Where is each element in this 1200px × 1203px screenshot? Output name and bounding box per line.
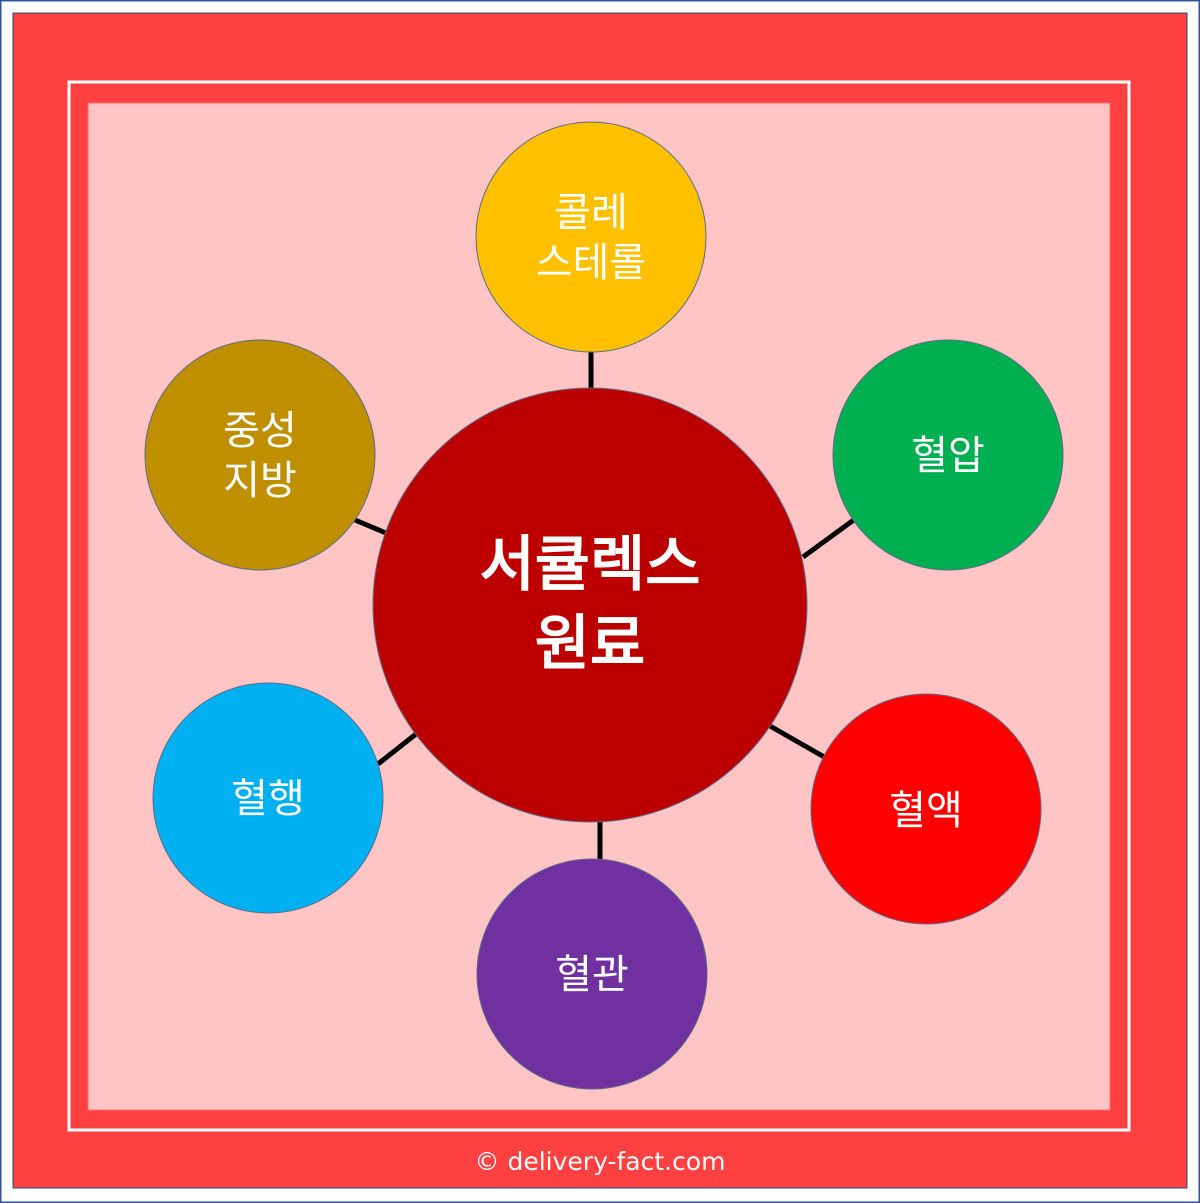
node-label-line2: 지방 bbox=[223, 458, 297, 504]
center-label-line1: 서큘렉스 bbox=[480, 530, 701, 600]
footer-copyright: © delivery-fact.com bbox=[475, 1147, 726, 1176]
node-circle bbox=[475, 121, 707, 353]
center-label-line2: 원료 bbox=[535, 609, 645, 679]
center-node: 서큘렉스 원료 bbox=[372, 387, 808, 823]
node-label-line2: 스테롤 bbox=[536, 240, 646, 286]
connector-blood bbox=[768, 723, 828, 761]
node-label: 혈관 bbox=[555, 952, 629, 998]
node-circle bbox=[144, 339, 376, 571]
node-label-line1: 콜레 bbox=[554, 190, 628, 236]
node-triglyceride: 중성 지방 bbox=[144, 339, 376, 571]
connector-triglyceride bbox=[354, 517, 387, 536]
connector-blood-pressure bbox=[801, 516, 857, 560]
node-label: 혈액 bbox=[889, 788, 963, 834]
center-circle bbox=[372, 387, 808, 823]
node-blood-flow: 혈행 bbox=[152, 682, 384, 914]
white-frame-line bbox=[67, 80, 1131, 1132]
node-circle bbox=[810, 693, 1042, 925]
connector-blood-flow bbox=[376, 732, 418, 766]
node-cholesterol: 콜레 스테롤 bbox=[475, 121, 707, 353]
node-circle bbox=[476, 858, 708, 1090]
node-blood: 혈액 bbox=[810, 693, 1042, 925]
connectors bbox=[354, 352, 857, 860]
node-label: 혈행 bbox=[231, 776, 305, 822]
node-circle bbox=[152, 682, 384, 914]
node-circle bbox=[832, 339, 1064, 571]
node-blood-pressure: 혈압 bbox=[832, 339, 1064, 571]
node-label: 혈압 bbox=[911, 433, 985, 479]
node-label-line1: 중성 bbox=[223, 408, 297, 454]
node-blood-vessel: 혈관 bbox=[476, 858, 708, 1090]
